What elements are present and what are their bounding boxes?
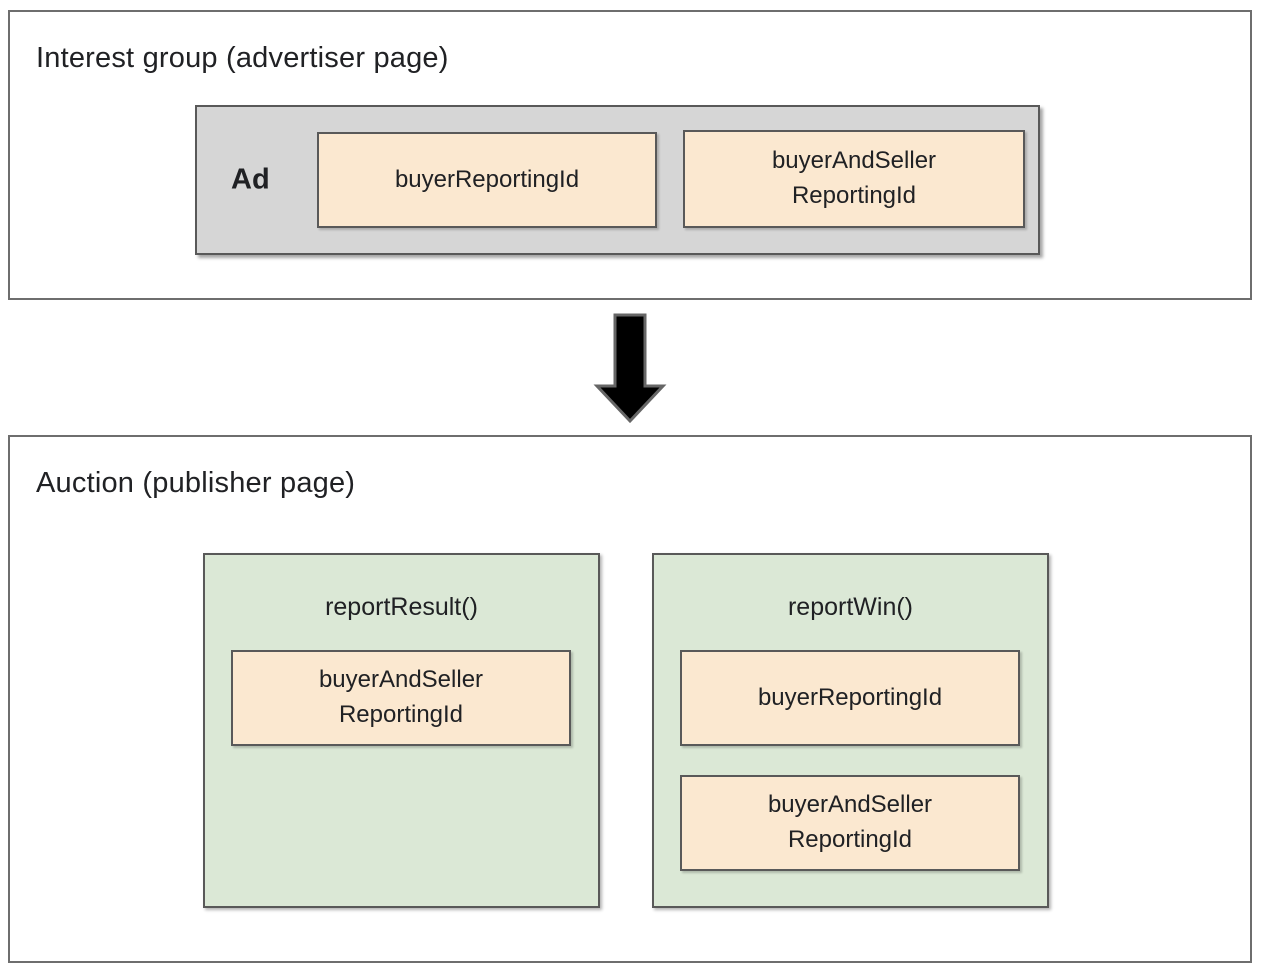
buyer-and-seller-reporting-id-field: buyerAndSeller ReportingId: [683, 130, 1025, 228]
ad-label: Ad: [231, 163, 270, 196]
ad-box: Ad buyerReportingId buyerAndSeller Repor…: [195, 105, 1040, 255]
buyer-and-seller-reporting-id-field: buyerAndSeller ReportingId: [680, 775, 1020, 871]
buyer-reporting-id-field: buyerReportingId: [680, 650, 1020, 746]
buyer-and-seller-reporting-id-field: buyerAndSeller ReportingId: [231, 650, 571, 746]
report-result-box: reportResult() buyerAndSeller ReportingI…: [203, 553, 600, 908]
interest-group-section: Interest group (advertiser page) Ad buye…: [8, 10, 1252, 300]
auction-section: Auction (publisher page) reportResult() …: [8, 435, 1252, 963]
interest-group-title: Interest group (advertiser page): [36, 42, 449, 74]
buyer-reporting-id-field: buyerReportingId: [317, 132, 657, 228]
down-arrow-icon: [588, 311, 672, 425]
report-result-title: reportResult(): [325, 593, 478, 621]
auction-title: Auction (publisher page): [36, 467, 356, 499]
report-win-title: reportWin(): [787, 593, 913, 621]
report-win-box: reportWin() buyerReportingId buyerAndSel…: [652, 553, 1049, 908]
